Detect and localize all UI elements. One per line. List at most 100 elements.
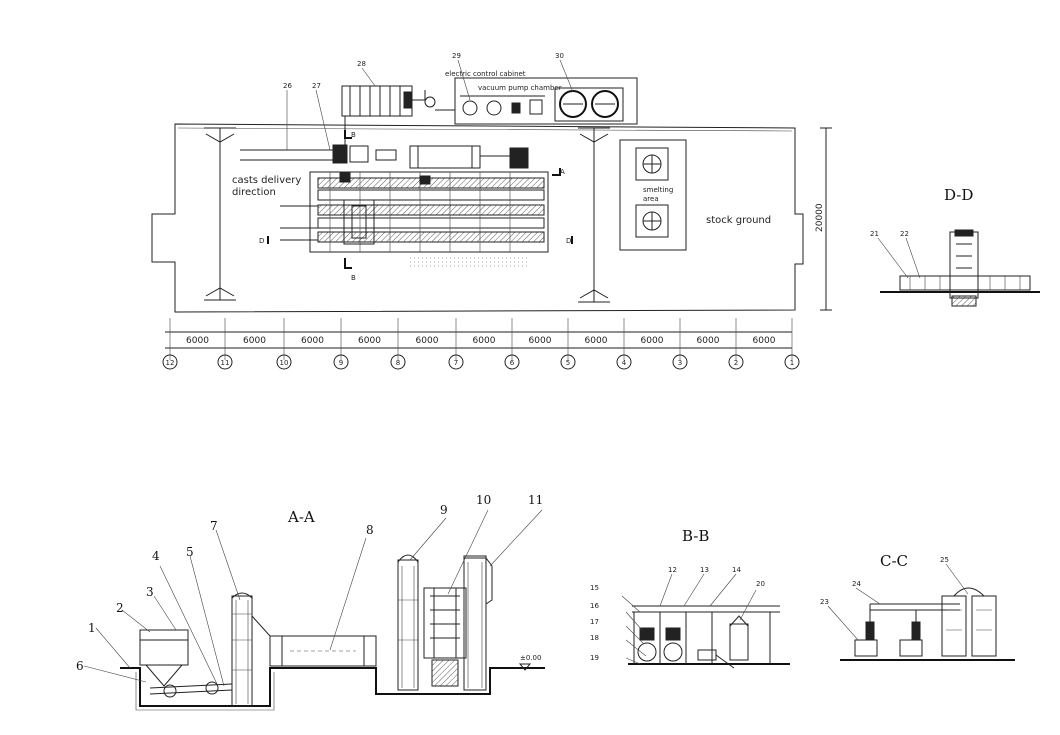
item-number-27: 27 [312,82,321,90]
vacuum-pump-chamber-label: vacuum pump chamber [478,84,562,92]
axis-marker-12: 12 [162,354,178,370]
bay-dimension-text: 6000 [641,336,664,346]
axis-label: 8 [396,359,400,367]
axis-label: 2 [734,359,738,367]
width-dimension-label: 20000 [815,203,825,232]
bay-dimension-text: 6000 [358,336,381,346]
section-cc: C-C 23 24 25 [820,552,1015,661]
section-bb-item-19: 19 [590,654,599,662]
section-bb-item-16: 16 [590,602,599,610]
column-left [204,127,236,301]
stock-ground-label: stock ground [706,215,771,226]
casts-delivery-label-2: direction [232,187,276,198]
section-bb-item-15: 15 [590,584,599,592]
axis-label: 12 [166,359,175,367]
section-cc-item-25: 25 [940,556,949,564]
section-cc-item-23: 23 [820,598,829,606]
width-dimension [820,127,832,311]
section-mark-d-left: D [259,237,264,245]
axis-circles: 12 11 10 9 8 7 6 5 4 3 2 1 [162,354,800,370]
axis-marker-5: 5 [560,354,576,370]
axis-label: 9 [339,359,343,367]
axis-marker-2: 2 [728,354,744,370]
section-bb-item-18: 18 [590,634,599,642]
building-inner-line [177,127,793,132]
section-aa-item-2: 2 [116,601,124,615]
smelting-area [619,139,687,251]
bay-dimension-text: 6000 [585,336,608,346]
column-right [578,127,610,303]
section-aa-item-6: 6 [76,659,84,673]
section-aa-item-5: 5 [186,545,194,559]
bay-dimension-texts: 6000 6000 6000 6000 6000 6000 6000 6000 6000 6000… [186,336,776,346]
section-aa-item-11: 11 [528,493,543,507]
axis-marker-3: 3 [672,354,688,370]
section-aa-item-10: 10 [476,493,491,507]
axis-marker-9: 9 [333,354,349,370]
smelting-area-label-1: smelting [643,186,673,194]
axis-marker-11: 11 [217,354,233,370]
bay-dimension-text: 6000 [186,336,209,346]
section-aa-item-1: 1 [88,621,96,635]
section-dd-title: D-D [944,186,973,204]
axis-label: 10 [280,359,289,367]
axis-label: 11 [221,359,230,367]
section-bb-item-17: 17 [590,618,599,626]
axis-marker-10: 10 [276,354,292,370]
section-dd-item-22: 22 [900,230,909,238]
section-mark-a: A [560,168,565,176]
section-aa-item-4: 4 [152,549,160,563]
bay-dimension-text: 6000 [697,336,720,346]
axis-label: 5 [566,359,570,367]
casting-line [240,144,549,267]
item-number-29: 29 [452,52,461,60]
casts-delivery-label-1: casts delivery [232,175,301,186]
section-bb-item-13: 13 [700,566,709,574]
building-outline [151,123,804,313]
section-cc-title: C-C [880,552,908,570]
section-cc-item-24: 24 [852,580,861,588]
electric-control-cabinet-label: electric control cabinet [445,70,526,78]
section-aa: A-A ±0.00 1 [76,493,545,711]
vacuum-pumps [460,95,545,116]
section-aa-item-8: 8 [366,523,374,537]
section-aa-item-3: 3 [146,585,154,599]
section-dd-item-21: 21 [870,230,879,238]
bay-dimension-text: 6000 [753,336,776,346]
item-number-26: 26 [283,82,292,90]
vacuum-pump-chamber-box [454,77,638,125]
section-aa-item-7: 7 [210,519,218,533]
bay-dimension-text: 6000 [301,336,324,346]
axis-label: 1 [790,359,794,367]
axis-label: 7 [454,359,458,367]
section-bb: B-B 12 13 14 15 16 17 18 19 20 [590,527,790,669]
section-dd: D-D 21 22 [870,186,1040,307]
section-mark-d-right: D [566,237,571,245]
bay-dimension-text: 6000 [473,336,496,346]
section-mark-b-bottom: B [351,274,356,282]
bay-dimension-text: 6000 [529,336,552,346]
filter-unit-28 [341,85,455,150]
axis-label: 4 [622,359,627,367]
axis-label: 3 [678,359,682,367]
storage-tanks-30 [554,87,624,122]
item-number-30: 30 [555,52,564,60]
axis-label: 6 [510,359,515,367]
bay-dimension-text: 6000 [416,336,439,346]
section-cut-marks [267,130,573,269]
section-aa-title: A-A [287,508,315,526]
section-bb-item-14: 14 [732,566,741,574]
bay-dimension-text: 6000 [243,336,266,346]
section-bb-title: B-B [682,527,709,545]
bay-dimension-line [165,318,793,360]
axis-marker-7: 7 [448,354,464,370]
section-bb-item-20: 20 [756,580,765,588]
axis-marker-4: 4 [616,354,632,370]
section-mark-b-top: B [351,131,356,139]
item-number-28: 28 [357,60,366,68]
axis-marker-6: 6 [504,354,520,370]
section-aa-level-mark: ±0.00 [520,654,541,662]
axis-marker-1: 1 [784,354,800,370]
